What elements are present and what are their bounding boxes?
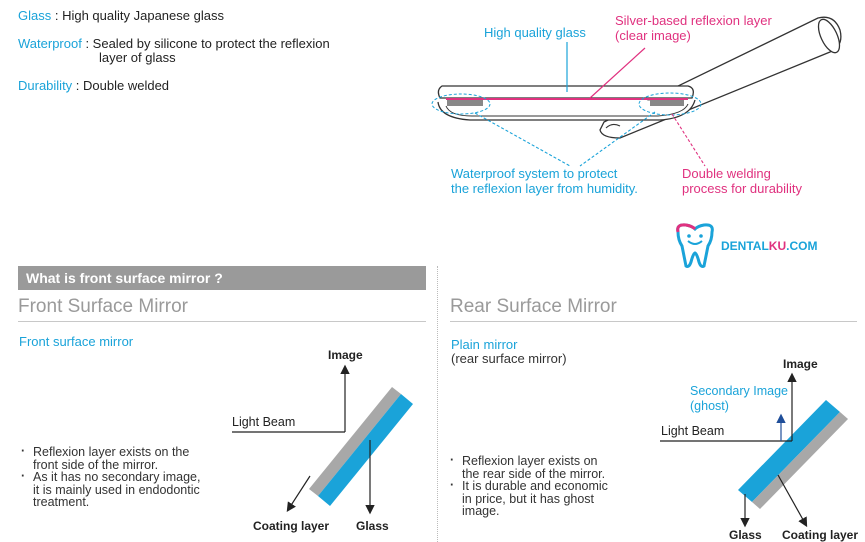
welding-callout-line2: process for durability: [682, 181, 802, 196]
feature-value: Double welded: [83, 78, 170, 93]
section-header: What is front surface mirror ?: [18, 266, 426, 290]
column-separator: [437, 266, 438, 542]
rear-title-rule: [450, 321, 857, 322]
front-light-label: Light Beam: [232, 415, 296, 429]
feature-sep: :: [72, 78, 84, 93]
front-image-label: Image: [328, 348, 363, 362]
feature-sep: :: [81, 36, 93, 51]
rear-title: Rear Surface Mirror: [450, 296, 617, 317]
rear-image-label: Image: [783, 357, 818, 371]
rear-bullet-1-line2: the rear side of the mirror.: [462, 466, 606, 481]
rear-bullet-2-line3: image.: [462, 504, 500, 518]
mirror-cross-section-diagram: [431, 16, 842, 167]
feature-key: Waterproof: [18, 36, 82, 51]
welding-callout-line1: Double welding: [682, 166, 771, 181]
rear-subtitle: Plain mirror: [451, 337, 518, 352]
waterproof-callout-line2: the reflexion layer from humidity.: [451, 181, 638, 196]
mirror-housing: [437, 99, 696, 121]
front-coating-label: Coating layer: [253, 519, 330, 533]
feature-key: Durability: [18, 78, 73, 93]
seal-highlight-right: [638, 92, 702, 116]
feature-glass: Glass : High quality Japanese glass: [18, 9, 224, 23]
rear-bullet-2-line1: It is durable and economic: [462, 479, 608, 493]
rear-glass-label: Glass: [729, 528, 762, 542]
logo-part-c: .COM: [786, 239, 818, 253]
silver-leader: [589, 47, 646, 99]
feature-value: High quality Japanese glass: [62, 8, 224, 23]
feature-key: Glass: [18, 8, 52, 23]
rear-bullet-1-line1: Reflexion layer exists on: [462, 454, 598, 468]
feature-value: Sealed by silicone to protect the reflex…: [92, 36, 330, 51]
seal-right: [650, 100, 684, 106]
rear-coating-layer: [752, 412, 848, 509]
waterproof-leader-right: [579, 111, 656, 167]
rear-secondary-label-line2: (ghost): [690, 399, 729, 413]
front-bullet-2-line1: As it has no secondary image,: [33, 470, 201, 484]
section-header-text: What is front surface mirror ?: [26, 270, 223, 286]
rear-subtitle2: (rear surface mirror): [451, 351, 567, 366]
rear-coating-label: Coating layer: [782, 528, 859, 542]
front-title-rule: [18, 321, 426, 322]
front-title: Front Surface Mirror: [18, 296, 188, 317]
front-mirror-diagram: [232, 364, 413, 515]
rear-coating-arrow: [777, 474, 808, 528]
front-bullet-1-line2: front side of the mirror.: [33, 457, 159, 472]
handle-end: [817, 18, 841, 54]
front-subtitle: Front surface mirror: [19, 334, 134, 349]
logo-text: DENTALKU.COM: [721, 239, 817, 253]
feature-durability: Durability : Double welded: [18, 79, 169, 93]
logo-part-a: DENTAL: [721, 239, 769, 253]
rear-light-label: Light Beam: [661, 424, 725, 438]
rear-glass-layer: [738, 400, 840, 502]
glass-callout: High quality glass: [484, 25, 586, 40]
front-glass-layer: [318, 394, 413, 506]
feature-waterproof: Waterproof : Sealed by silicone to prote…: [18, 37, 330, 51]
front-glass-label: Glass: [356, 519, 389, 533]
welding-leader: [671, 113, 706, 167]
rear-secondary-label-line1: Secondary Image: [690, 384, 788, 398]
silver-callout-line1: Silver-based reflexion layer: [615, 13, 772, 28]
waterproof-leader-left: [474, 112, 571, 167]
front-coating-arrow: [286, 475, 311, 513]
mirror-glass: [437, 85, 694, 99]
seal-left: [447, 100, 483, 106]
waterproof-callout-line1: Waterproof system to protect: [451, 166, 618, 181]
front-bullet-2: As it has no secondary image,it is mainl…: [19, 470, 201, 509]
logo-part-b: KU: [768, 239, 787, 253]
rear-mirror-diagram: [660, 372, 848, 528]
front-coating-layer: [309, 387, 401, 496]
feature-waterproof-line2: layer of glass: [99, 50, 176, 65]
front-bullet-1-line1: Reflexion layer exists on the: [33, 445, 190, 459]
seal-highlight-left: [431, 93, 491, 115]
feature-sep: :: [51, 8, 63, 23]
front-bullet-2-line2: it is mainly used in endodontic: [33, 482, 200, 497]
silver-callout-line2: (clear image): [615, 28, 691, 43]
tooth-logo-icon: [676, 223, 714, 268]
rear-bullet-2-line2: in price, but it has ghost: [462, 491, 595, 506]
front-bullet-2-line3: treatment.: [33, 495, 90, 509]
